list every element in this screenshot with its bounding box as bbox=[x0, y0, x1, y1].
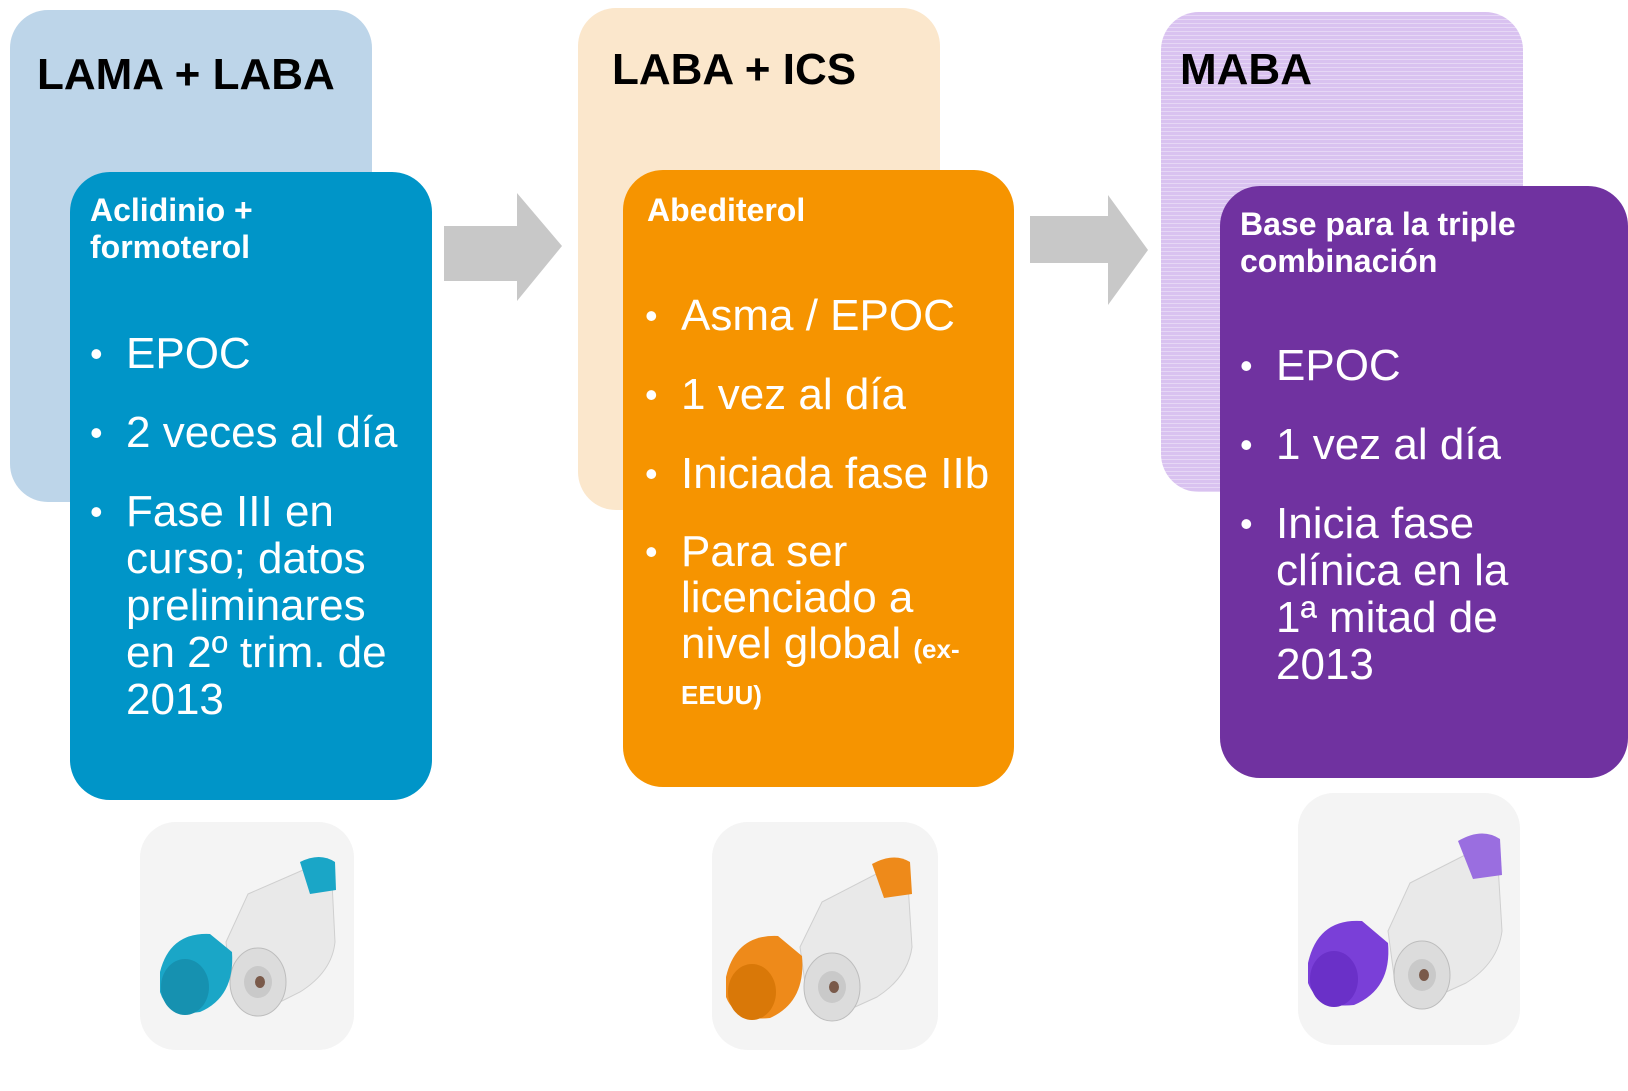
bullet-text: Para ser licenciado a nivel global bbox=[681, 527, 914, 668]
column-1-bullets: EPOC 2 veces al día Fase III en curso; d… bbox=[90, 330, 420, 754]
column-1-header: LAMA + LABA bbox=[37, 50, 335, 99]
bullet-item: 1 vez al día bbox=[645, 371, 1005, 420]
inhaler-icon bbox=[140, 822, 354, 1050]
arrow-right-icon bbox=[1030, 195, 1148, 305]
column-2-product: Abediterol bbox=[647, 192, 806, 228]
inhaler-icon bbox=[712, 822, 938, 1050]
column-1-card: Aclidinio + formoterol EPOC 2 veces al d… bbox=[70, 172, 432, 800]
bullet-item: EPOC bbox=[1240, 342, 1550, 391]
bullet-item: Fase III en curso; datos preliminares en… bbox=[90, 488, 420, 723]
bullet-item: Asma / EPOC bbox=[645, 292, 1005, 341]
bullet-note: (ex-EEUU) bbox=[681, 634, 960, 710]
inhaler-device-image bbox=[140, 822, 354, 1050]
arrow-right-icon bbox=[444, 193, 562, 301]
inhaler-icon bbox=[1298, 793, 1520, 1045]
bullet-item: EPOC bbox=[90, 330, 420, 379]
bullet-item: Para ser licenciado a nivel global (ex-E… bbox=[645, 529, 1005, 713]
column-2-bullets: Asma / EPOC 1 vez al día Iniciada fase I… bbox=[645, 292, 1005, 744]
bullet-item: Iniciada fase IIb bbox=[645, 450, 1005, 499]
column-3-product: Base para la triple combinación bbox=[1240, 206, 1516, 279]
bullet-item: 1 vez al día bbox=[1240, 421, 1550, 470]
column-3-bullets: EPOC 1 vez al día Inicia fase clínica en… bbox=[1240, 342, 1550, 719]
column-3-header: MABA bbox=[1180, 45, 1312, 94]
column-2-card: Abediterol Asma / EPOC 1 vez al día Inic… bbox=[623, 170, 1014, 787]
column-2-header: LABA + ICS bbox=[612, 45, 857, 94]
inhaler-device-image bbox=[712, 822, 938, 1050]
inhaler-device-image bbox=[1298, 793, 1520, 1045]
bullet-item: 2 veces al día bbox=[90, 409, 420, 458]
bullet-item: Inicia fase clínica en la 1ª mitad de 20… bbox=[1240, 500, 1550, 688]
column-3-card: Base para la triple combinación EPOC 1 v… bbox=[1220, 186, 1628, 778]
column-1-product: Aclidinio + formoterol bbox=[90, 192, 253, 265]
